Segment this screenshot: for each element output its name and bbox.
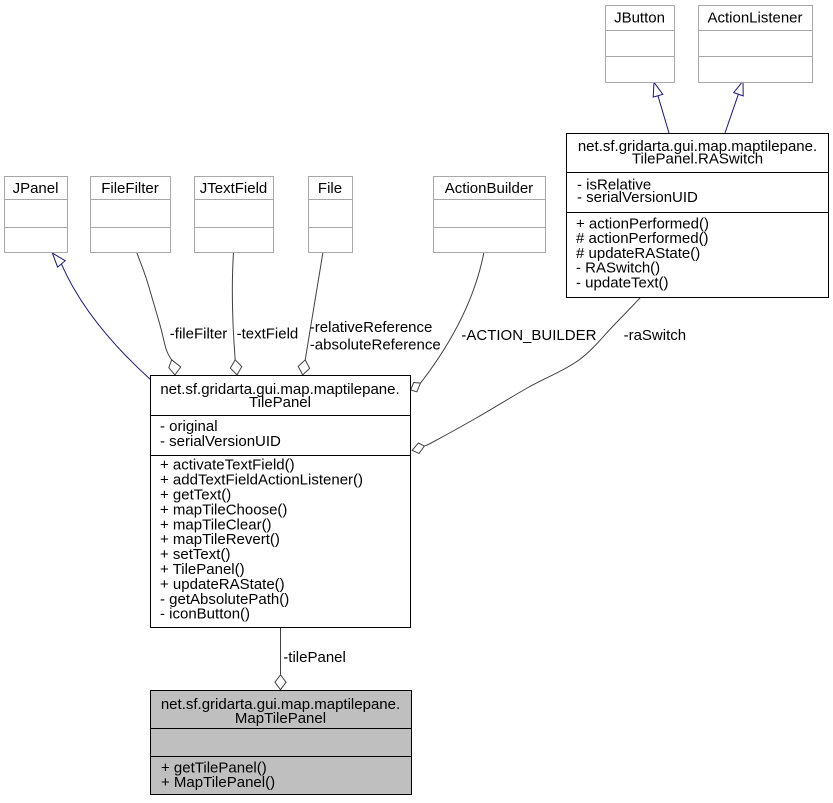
svg-text:+ getTilePanel(): + getTilePanel() [161,760,267,777]
svg-text:File: File [318,180,342,197]
svg-text:JButton: JButton [614,10,665,27]
svg-text:+ setText(): + setText() [160,546,230,563]
svg-text:- getAbsolutePath(): - getAbsolutePath() [160,591,289,608]
svg-text:- original: - original [160,418,218,435]
svg-text:-tilePanel: -tilePanel [283,649,346,666]
svg-text:-textField: -textField [237,326,299,343]
svg-text:- isRelative: - isRelative [577,177,651,194]
svg-text:# updateRAState(): # updateRAState() [576,245,700,262]
svg-text:# actionPerformed(): # actionPerformed() [576,230,709,247]
svg-text:+ actionPerformed(): + actionPerformed() [576,215,709,232]
svg-text:-raSwitch: -raSwitch [624,327,687,344]
svg-text:-ACTION_BUILDER: -ACTION_BUILDER [461,327,596,344]
svg-text:net.sf.gridarta.gui.map.maptil: net.sf.gridarta.gui.map.maptilepane. [161,696,400,713]
svg-text:net.sf.gridarta.gui.map.maptil: net.sf.gridarta.gui.map.maptilepane. [160,381,399,398]
svg-text:TilePanel: TilePanel [249,394,311,411]
svg-text:- RASwitch(): - RASwitch() [576,260,660,277]
svg-text:FileFilter: FileFilter [101,180,159,197]
svg-text:-absoluteReference: -absoluteReference [310,337,441,354]
svg-text:+ mapTileChoose(): + mapTileChoose() [160,501,287,518]
svg-text:+ mapTileRevert(): + mapTileRevert() [160,531,280,548]
svg-text:-relativeReference: -relativeReference [310,319,433,336]
svg-text:-fileFilter: -fileFilter [170,326,228,343]
svg-text:- updateText(): - updateText() [576,274,669,291]
svg-text:TilePanel.RASwitch: TilePanel.RASwitch [632,151,763,168]
svg-text:net.sf.gridarta.gui.map.maptil: net.sf.gridarta.gui.map.maptilepane. [578,138,817,155]
svg-text:+ MapTilePanel(): + MapTilePanel() [161,774,275,791]
svg-text:MapTilePanel: MapTilePanel [235,710,326,727]
svg-text:+ getText(): + getText() [160,487,231,504]
svg-text:JTextField: JTextField [200,180,268,197]
svg-text:+ updateRAState(): + updateRAState() [160,576,285,593]
svg-text:ActionBuilder: ActionBuilder [445,180,533,197]
svg-text:+ mapTileClear(): + mapTileClear() [160,516,272,533]
svg-text:JPanel: JPanel [13,180,59,197]
svg-text:ActionListener: ActionListener [707,10,802,27]
svg-text:- serialVersionUID: - serialVersionUID [577,189,698,206]
svg-text:+ TilePanel(): + TilePanel() [160,561,245,578]
svg-text:- serialVersionUID: - serialVersionUID [160,433,281,450]
svg-text:+ activateTextField(): + activateTextField() [160,457,295,474]
svg-text:+ addTextFieldActionListener(): + addTextFieldActionListener() [160,472,363,489]
svg-text:- iconButton(): - iconButton() [160,606,250,623]
